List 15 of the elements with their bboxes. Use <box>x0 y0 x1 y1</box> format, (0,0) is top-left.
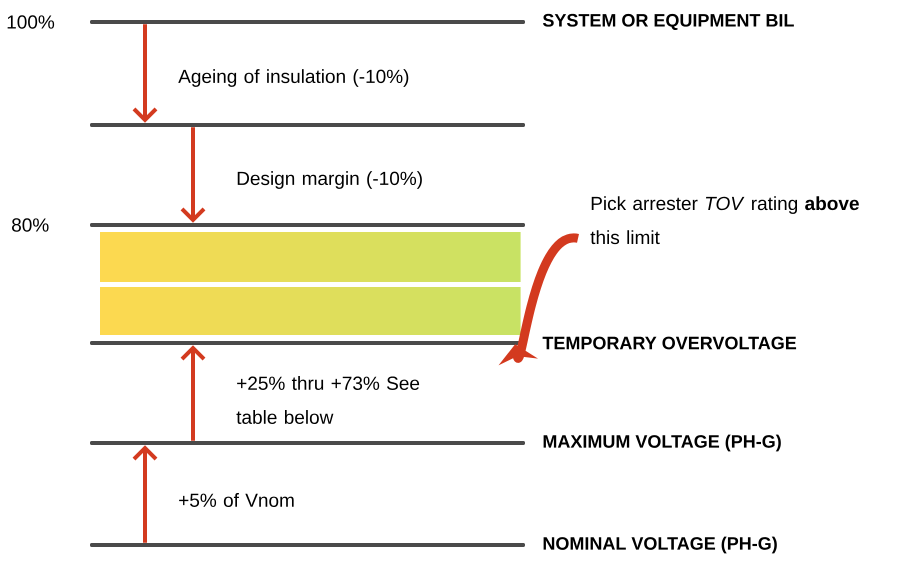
level-label: NOMINAL VOLTAGE (PH-G) <box>544 536 777 554</box>
edge-label: +25% thru +73% See table below <box>236 376 420 424</box>
arrow <box>132 445 158 543</box>
percent-label: 100% <box>8 15 54 29</box>
edge-label: Design margin (-10%) <box>238 171 422 189</box>
arrow <box>132 24 158 123</box>
percent-label: 80% <box>12 218 49 232</box>
note-text: Pick arrester TOV rating above this limit <box>590 196 859 244</box>
edge-label: +5% of Vnom <box>179 493 294 507</box>
arrow <box>180 345 206 441</box>
level-label: SYSTEM OR EQUIPMENT BIL <box>542 14 794 30</box>
arrow <box>180 127 206 223</box>
edge-label: Ageing of insulation (-10%) <box>178 69 408 87</box>
level-label: MAXIMUM VOLTAGE (PH-G) <box>544 434 781 452</box>
level-label: TEMPORARY OVERVOLTAGE <box>542 336 796 350</box>
